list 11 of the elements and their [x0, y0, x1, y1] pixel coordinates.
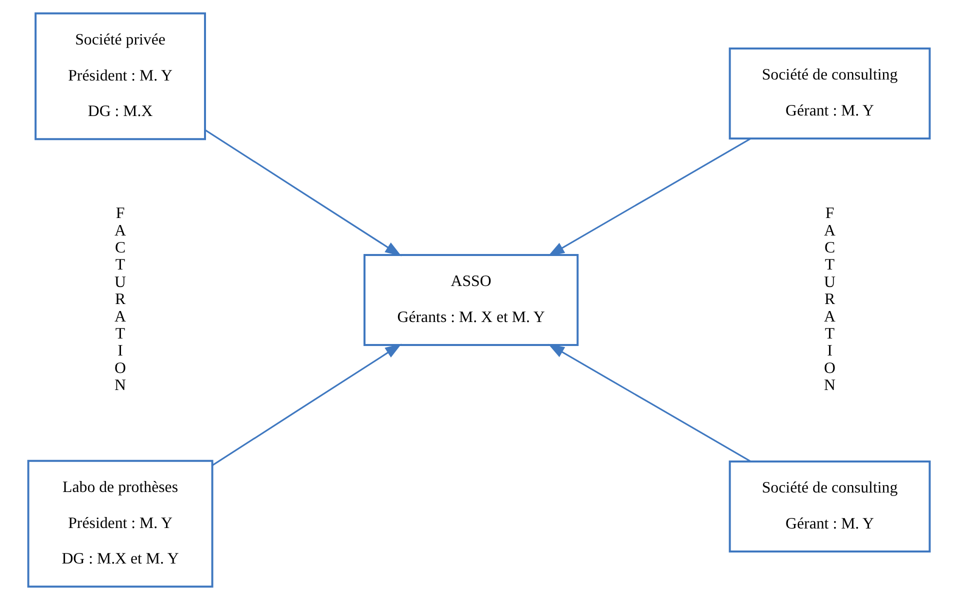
arrow	[548, 344, 750, 462]
label: FACTURATION	[824, 205, 836, 394]
label: FACTURATION	[114, 205, 126, 394]
node-box: Société de consulting Gérant : M. Y	[728, 460, 930, 552]
node-box: Société de consulting Gérant : M. Y	[728, 48, 930, 140]
node-box: Société privée Président : M. Y DG : M.X	[34, 12, 206, 140]
arrow	[212, 344, 402, 466]
node-box: ASSO Gérants : M. X et M. Y	[363, 254, 578, 346]
arrow	[548, 138, 750, 256]
node-box: Labo de prothèses Président : M. Y DG : M.X et M. Y	[26, 460, 213, 588]
arrow	[204, 130, 402, 256]
